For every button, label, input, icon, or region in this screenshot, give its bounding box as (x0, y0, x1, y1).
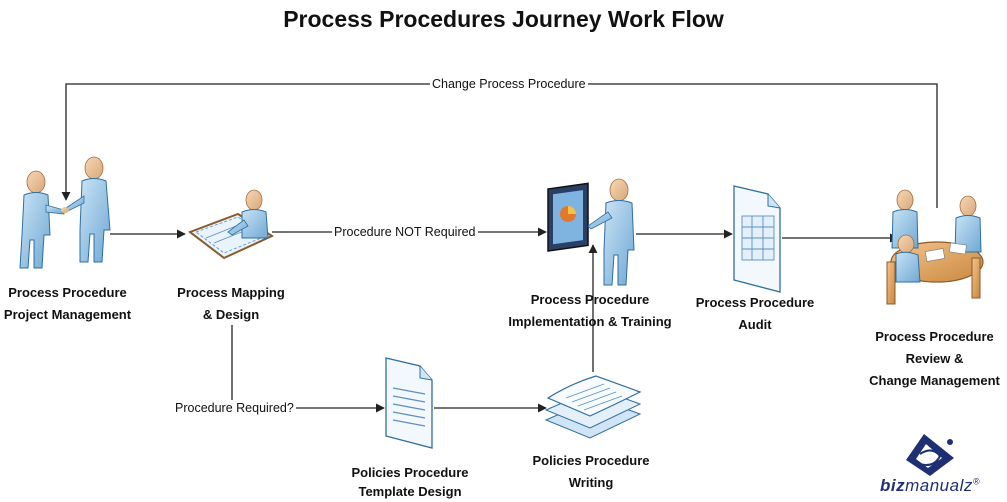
paper-stack-icon (544, 375, 642, 439)
edge-procedure-required (231, 325, 385, 413)
connectors (61, 83, 938, 413)
document-icon (385, 357, 433, 449)
edge-change-process-procedure (61, 83, 938, 208)
drafting-table-icon (187, 189, 275, 260)
node-writing: Policies Procedure Writing (532, 453, 650, 490)
edge-label-procedure-not-required: Procedure NOT Required (332, 224, 478, 240)
node-mapping-design: Process Mapping & Design (177, 285, 285, 322)
node-review-change-management: Process Procedure Review & Change Manage… (869, 329, 1000, 388)
logo-mark-icon (906, 434, 954, 476)
meeting-table-icon (886, 189, 984, 305)
spreadsheet-document-icon (733, 185, 781, 293)
bizmanualz-logo: bizmanualz® (880, 432, 1002, 498)
node-audit: Process Procedure Audit (695, 295, 815, 332)
presentation-screen-icon (547, 178, 635, 286)
edge-label-procedure-required: Procedure Required? (173, 400, 296, 416)
handshake-people-icon (19, 156, 111, 269)
logo-text: bizmanualz® (880, 476, 981, 495)
node-template-design: Policies Procedure Template Design (351, 465, 469, 499)
edge-label-change-process-procedure: Change Process Procedure (430, 76, 588, 92)
node-project-management: Process Procedure Project Management (3, 285, 132, 322)
node-implementation-training: Process Procedure Implementation & Train… (508, 292, 672, 329)
diagram-title: Process Procedures Journey Work Flow (283, 6, 724, 32)
